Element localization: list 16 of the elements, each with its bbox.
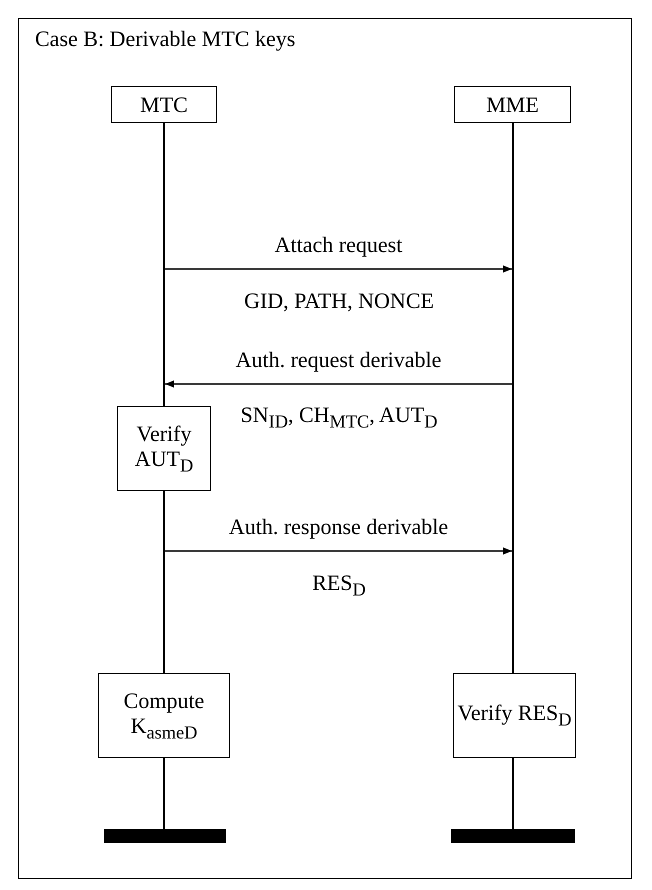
lifeline-segment	[163, 491, 165, 673]
lifeline-segment	[512, 123, 514, 673]
lifeline-segment	[163, 758, 165, 829]
action-box: Compute K$_{asmeD}$	[98, 673, 230, 758]
message-arrow	[165, 265, 512, 273]
action-box: Verify AUT$_{D}$	[117, 406, 211, 491]
participant-box: MTC	[111, 86, 217, 123]
action-box: Verify RES$_{D}$	[453, 673, 576, 758]
diagram-title: Case B: Derivable MTC keys	[35, 27, 296, 52]
lifeline-segment	[163, 123, 165, 406]
lifeline-segment	[512, 758, 514, 829]
lifeline-end-bar	[451, 829, 575, 843]
message-arrow	[165, 547, 512, 555]
message-arrow	[165, 380, 512, 388]
lifeline-end-bar	[104, 829, 226, 843]
participant-box: MME	[454, 86, 571, 123]
